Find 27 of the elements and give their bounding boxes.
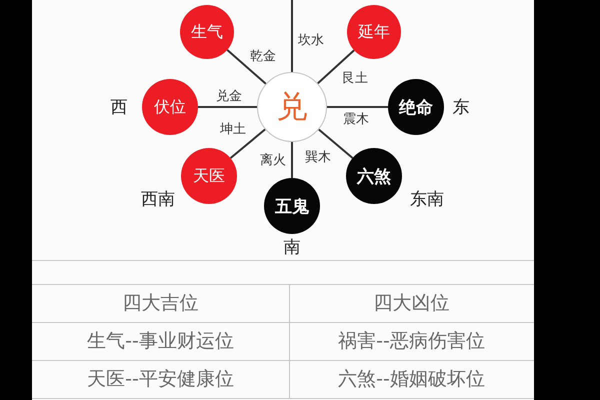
connector-line <box>291 0 293 72</box>
connector-line <box>198 106 257 108</box>
edge-label: 离火 <box>260 152 286 169</box>
direction-label: 西 <box>110 96 128 118</box>
connector-line <box>317 49 355 84</box>
column-heading: 四大吉位 <box>122 291 198 316</box>
direction-label: 东 <box>452 96 470 118</box>
connector-line <box>226 49 266 85</box>
edge-label: 巽木 <box>305 149 331 166</box>
table-text: 六煞--婚姻破坏位 <box>338 367 485 392</box>
edge-label: 乾金 <box>250 48 276 65</box>
connector-line <box>291 142 293 178</box>
table-text: 祸害--恶病伤害位 <box>338 329 485 354</box>
table-text: 生气--事业财运位 <box>87 329 234 354</box>
edge-label: 兑金 <box>216 88 242 105</box>
edge-label: 艮土 <box>342 70 368 87</box>
direction-label: 西南 <box>141 188 175 210</box>
edge-label: 坎水 <box>298 32 324 49</box>
table-text: 天医--平安健康位 <box>87 367 234 392</box>
direction-label: 南 <box>284 236 300 258</box>
edge-label: 震木 <box>343 111 369 128</box>
edge-label: 坤土 <box>220 121 246 138</box>
direction-label: 东南 <box>410 188 444 210</box>
connector-line <box>230 128 266 159</box>
connector-line <box>318 128 354 159</box>
column-heading: 四大凶位 <box>374 291 450 316</box>
connector-line <box>327 106 388 108</box>
